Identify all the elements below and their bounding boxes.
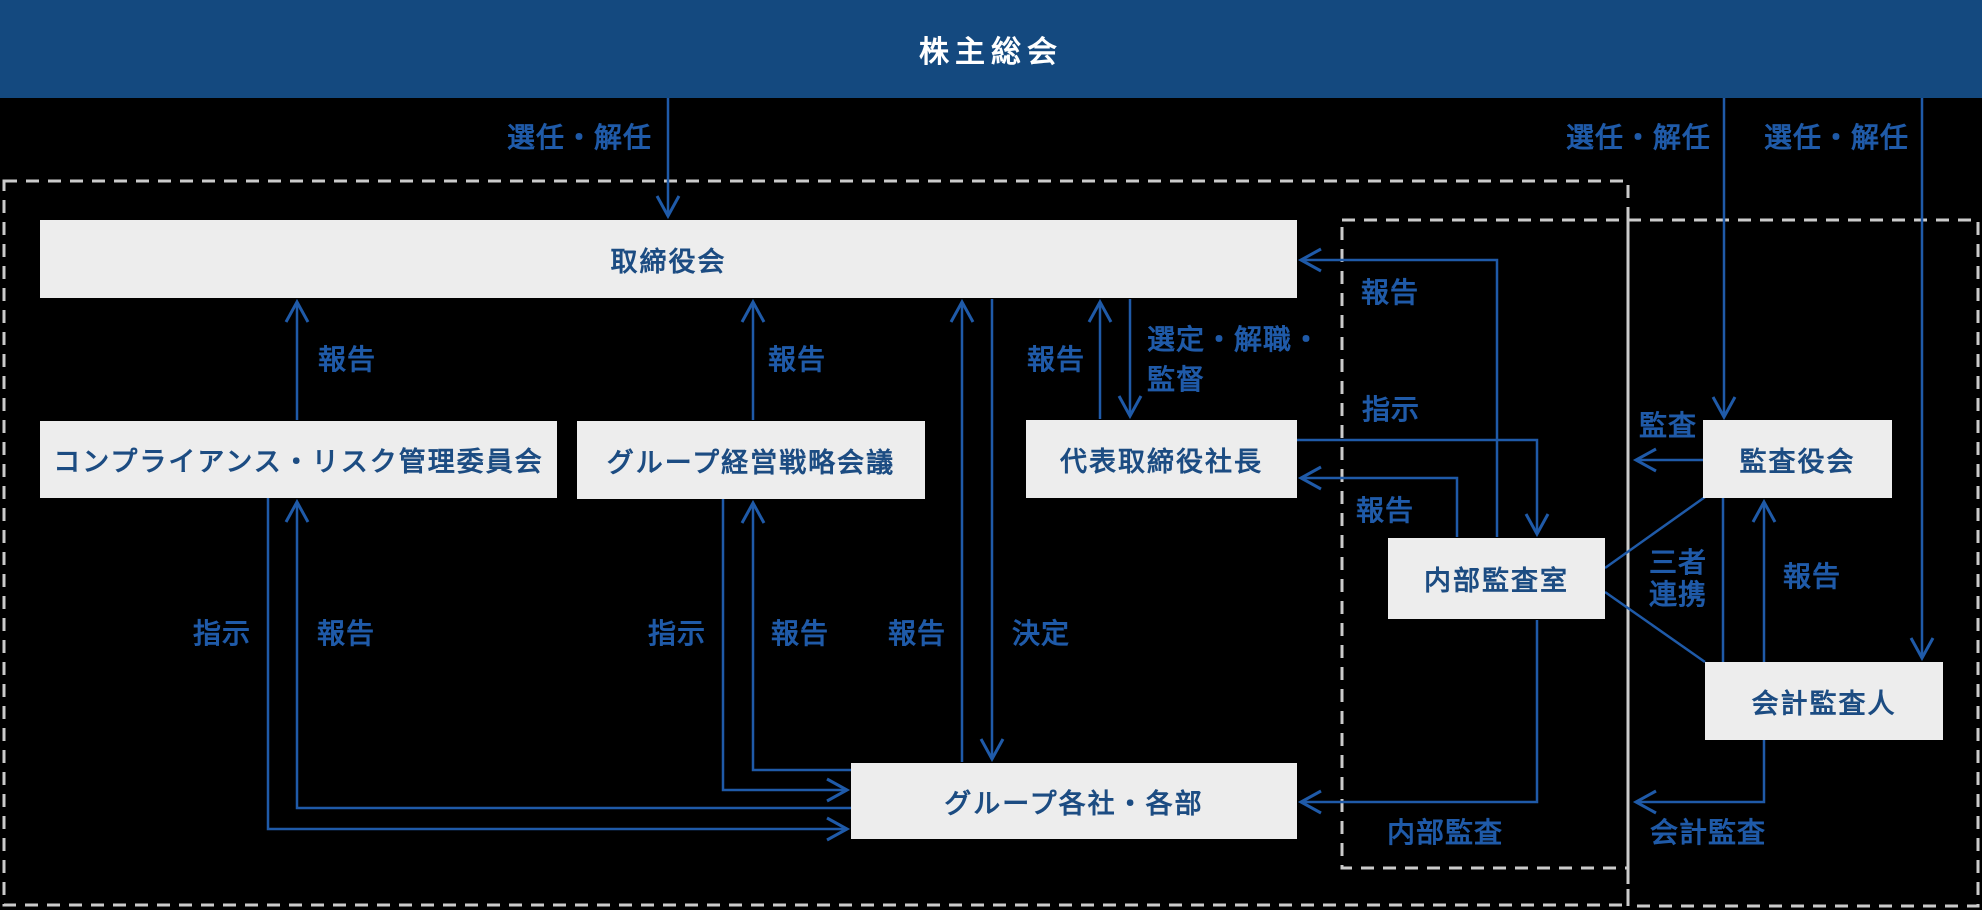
arrow-committee-instruct-group bbox=[266, 498, 851, 842]
internal-audit-dashed-zone bbox=[1340, 218, 1630, 870]
label-accounting-audit-zone: 会計監査 bbox=[1650, 817, 1767, 848]
label-report-group-to-committee: 報告 bbox=[317, 618, 376, 649]
line-three-party-internal-to-audit-board bbox=[1604, 495, 1706, 570]
label-appoint-dismiss-audit-board: 選任・解任 bbox=[1566, 122, 1712, 153]
arrow-accounting-audit-to-zone bbox=[1632, 740, 1766, 815]
node-board-of-directors: 取締役会 bbox=[40, 220, 1297, 298]
label-report-strategy-to-board: 報告 bbox=[768, 344, 827, 375]
label-internal-audit-zone: 内部監査 bbox=[1387, 817, 1504, 848]
label-report-auditor-to-audit-board: 報告 bbox=[1783, 561, 1842, 592]
node-compliance-risk-committee: コンプライアンス・リスク管理委員会 bbox=[40, 421, 557, 498]
label-appoint-dismiss-accounting-auditor: 選任・解任 bbox=[1764, 122, 1910, 153]
arrow-president-instruct-internal-audit bbox=[1297, 438, 1550, 538]
node-internal-audit-office: 内部監査室 bbox=[1388, 538, 1605, 619]
arrow-internal-audit-report-to-president bbox=[1297, 465, 1459, 537]
node-accounting-auditor: 会計監査人 bbox=[1705, 662, 1943, 740]
label-audit: 監査 bbox=[1639, 410, 1698, 441]
arrow-group-report-to-committee bbox=[284, 498, 851, 810]
label-instruct-strategy-to-group: 指示 bbox=[648, 618, 707, 649]
label-report-committee-to-board: 報告 bbox=[318, 344, 377, 375]
label-report-internal-audit-to-president: 報告 bbox=[1356, 495, 1415, 526]
label-instruct-president-to-internal-audit: 指示 bbox=[1362, 394, 1421, 425]
line-three-party-internal-to-accounting bbox=[1604, 590, 1706, 664]
node-group-companies: グループ各社・各部 bbox=[851, 763, 1297, 839]
label-report-group-to-strategy: 報告 bbox=[771, 618, 830, 649]
label-select-dismiss-supervise-line1: 選定・解職・ bbox=[1147, 324, 1322, 355]
arrow-strategy-instruct-group bbox=[721, 499, 851, 803]
arrow-internal-audit-report-to-board bbox=[1297, 247, 1499, 537]
node-president: 代表取締役社長 bbox=[1026, 420, 1297, 498]
shareholders-meeting-title: 株主総会 bbox=[919, 36, 1063, 69]
label-report-group-to-board: 報告 bbox=[888, 618, 947, 649]
label-decision-board-to-group: 決定 bbox=[1012, 618, 1071, 649]
node-audit-and-supervisory-board: 監査役会 bbox=[1703, 420, 1892, 498]
node-group-strategy-council: グループ経営戦略会議 bbox=[577, 421, 925, 499]
label-appoint-dismiss-board: 選任・解任 bbox=[507, 122, 653, 153]
label-report-president-to-board: 報告 bbox=[1027, 344, 1086, 375]
label-three-party-line2: 連携 bbox=[1649, 579, 1708, 610]
label-select-dismiss-supervise-line2: 監督 bbox=[1147, 364, 1206, 395]
shareholders-meeting-bar: 株主総会 bbox=[0, 0, 1982, 98]
label-three-party-line1: 三者 bbox=[1649, 547, 1708, 578]
label-instruct-committee-to-group: 指示 bbox=[193, 618, 252, 649]
arrow-internal-audit-to-group bbox=[1297, 620, 1539, 815]
arrow-group-report-to-strategy bbox=[740, 499, 851, 772]
accounting-audit-dashed-zone bbox=[1626, 218, 1980, 908]
label-report-internal-audit-to-board: 報告 bbox=[1361, 277, 1420, 308]
